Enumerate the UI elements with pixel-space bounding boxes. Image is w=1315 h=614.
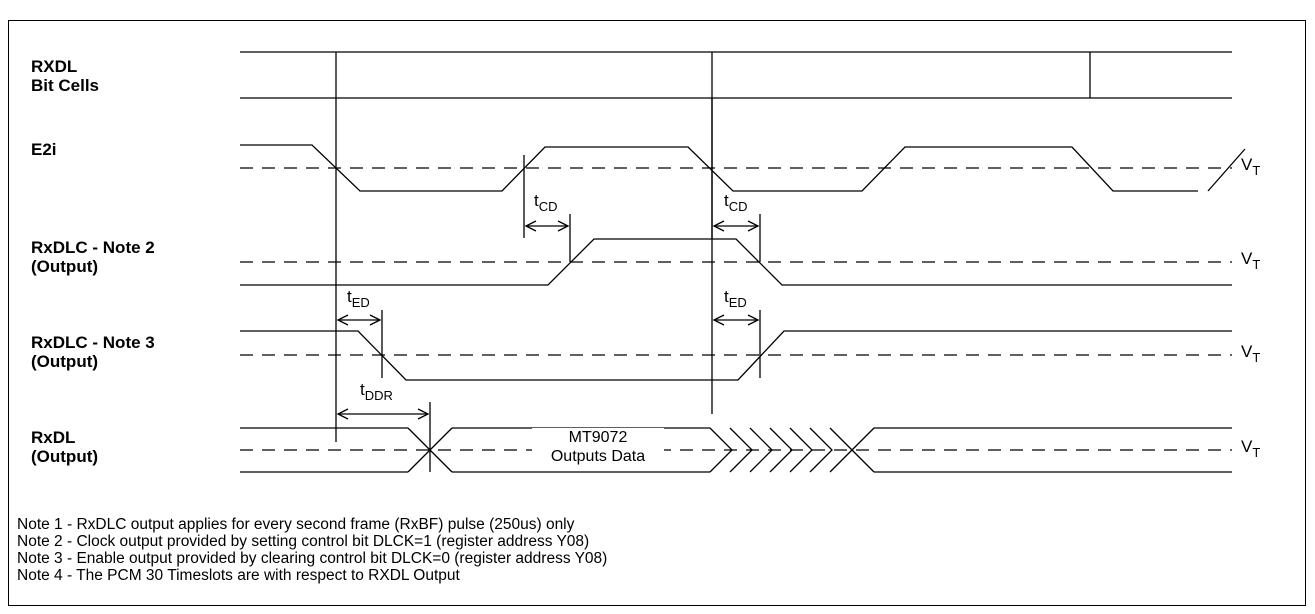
- ted-label-1: tED: [347, 287, 370, 310]
- vt-label-rxdlc3: VT: [1241, 342, 1261, 365]
- label-rxdl-output: RxDL(Output): [31, 428, 99, 466]
- note-3: Note 3 - Enable output provided by clear…: [17, 550, 608, 567]
- ted-label-2: tED: [724, 287, 747, 310]
- e2i-tail: [1207, 148, 1246, 192]
- bit-cells-waveform: [240, 51, 1232, 99]
- tddr-label: tDDR: [360, 380, 393, 403]
- note-2: Note 2 - Clock output provided by settin…: [17, 533, 590, 550]
- diagram-frame: [8, 20, 1306, 606]
- rxdlc3-waveform: [240, 330, 1232, 381]
- label-rxdlc-note3: RxDLC - Note 3(Output): [31, 333, 155, 371]
- label-e2i: E2i: [31, 140, 57, 159]
- tcd-label-1: tCD: [534, 191, 558, 214]
- vt-label-e2i: VT: [1241, 155, 1261, 178]
- notes: Note 1 - RxDLC output applies for every …: [17, 516, 607, 584]
- e2i-waveform: [240, 144, 1198, 192]
- label-rxdlc-note2: RxDLC - Note 2(Output): [31, 238, 155, 276]
- vt-label-rxdl: VT: [1241, 437, 1261, 460]
- rxdlc2-waveform: [240, 238, 1232, 286]
- note-1: Note 1 - RxDLC output applies for every …: [17, 516, 575, 533]
- vt-label-rxdlc2: VT: [1241, 249, 1261, 272]
- tcd-label-2: tCD: [724, 191, 748, 214]
- note-4: Note 4 - The PCM 30 Timeslots are with r…: [17, 567, 460, 584]
